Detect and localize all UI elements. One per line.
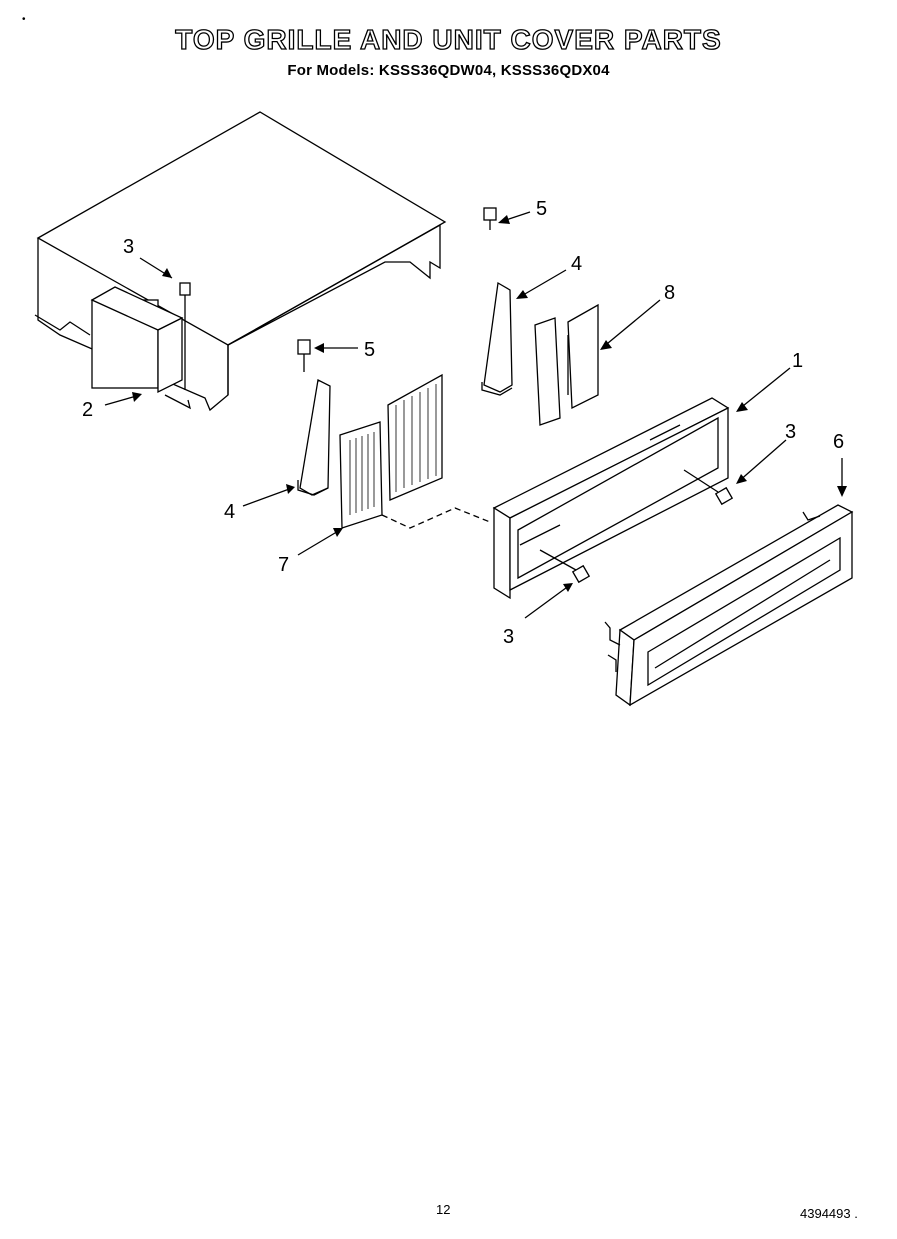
page-title: TOP GRILLE AND UNIT COVER PARTS bbox=[175, 23, 722, 55]
callout-left-bracket: 4 bbox=[224, 501, 235, 523]
callout-left-filter: 7 bbox=[278, 554, 289, 576]
unit-cover-drawing bbox=[34, 111, 447, 412]
grille-panel-drawing bbox=[604, 504, 854, 707]
callout-grille-panel: 6 bbox=[833, 431, 844, 453]
callout-left-grille-screw: 5 bbox=[364, 339, 375, 361]
callout-right-grille-screw: 5 bbox=[536, 198, 547, 220]
callout-frame-screw-right: 3 bbox=[785, 421, 796, 443]
frame-screw-bottom-drawing bbox=[539, 549, 591, 584]
callout-right-bracket: 4 bbox=[571, 253, 582, 275]
page-number: 12 bbox=[436, 1202, 451, 1217]
callout-unit-cover-screw: 3 bbox=[123, 236, 134, 258]
callout-frame-screw-bottom: 3 bbox=[503, 626, 514, 648]
callout-grille-frame: 1 bbox=[792, 350, 803, 372]
callout-unit-cover: 2 bbox=[82, 399, 93, 421]
model-subtitle: For Models: KSSS36QDW04, KSSS36QDX04 bbox=[287, 62, 610, 79]
left-bracket-drawing bbox=[297, 379, 331, 496]
right-filter-drawing bbox=[534, 303, 599, 426]
leader-arrows bbox=[104, 211, 847, 619]
document-number: 4394493 . bbox=[800, 1206, 858, 1221]
callout-right-filter: 8 bbox=[664, 282, 675, 304]
grille-frame-drawing bbox=[492, 397, 730, 600]
frame-screw-right-drawing bbox=[683, 469, 734, 506]
left-filter-drawing bbox=[339, 373, 491, 529]
right-bracket-drawing bbox=[481, 281, 513, 396]
unit-cover-screw-drawing bbox=[179, 282, 191, 390]
corner-mark: • bbox=[22, 14, 26, 25]
left-grille-screw-drawing bbox=[297, 339, 311, 372]
right-grille-screw-drawing bbox=[483, 207, 497, 230]
